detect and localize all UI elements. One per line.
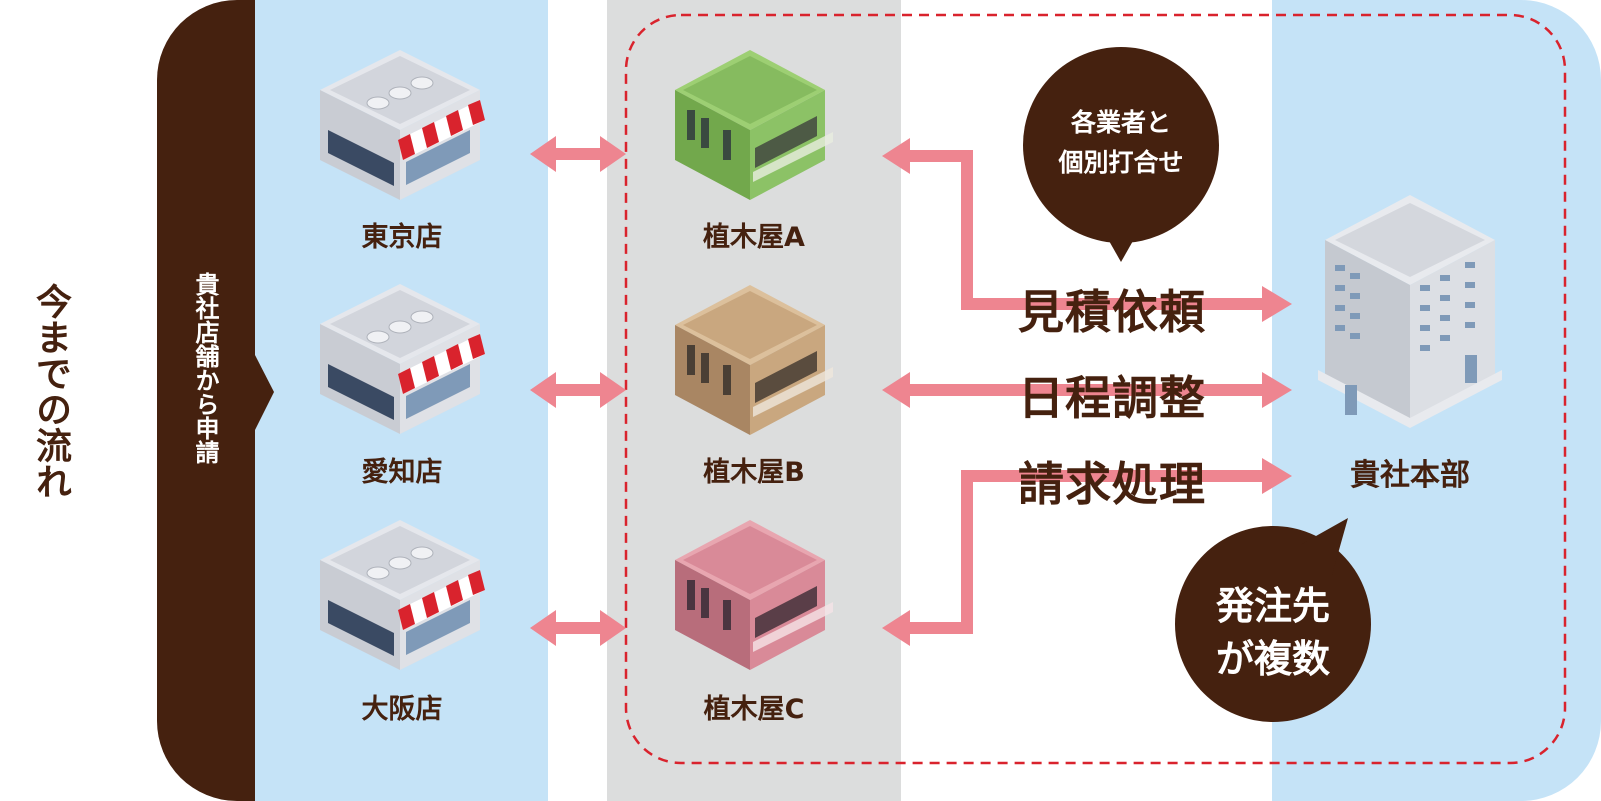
task-billing: 請求処理 (1018, 457, 1206, 511)
flow-title: 今までの流れ (30, 283, 71, 499)
task-estimate: 見積依頼 (1018, 285, 1206, 339)
store-label-osaka: 大阪店 (361, 694, 443, 725)
contractor-c-arrow (882, 458, 1292, 646)
store-label-tokyo: 東京店 (361, 222, 443, 253)
bubble-bottom-line1: 発注先 (1215, 584, 1330, 628)
store-osaka-arrow (530, 610, 626, 646)
contractor-b-arrow (882, 372, 1292, 408)
task-schedule: 日程調整 (1018, 371, 1206, 425)
store-label-aichi: 愛知店 (361, 457, 443, 488)
bubble-bottom (1175, 518, 1371, 722)
store-tokyo-arrow (530, 136, 626, 172)
hq-label: 貴社本部 (1350, 458, 1470, 493)
store-aichi-arrow (530, 372, 626, 408)
contractor-a-arrow (882, 138, 1292, 322)
contractor-label-b: 植木屋B (703, 457, 805, 488)
contractor-label-c: 植木屋C (703, 694, 805, 725)
contractor-a-icon (675, 50, 833, 200)
contractor-c-icon (675, 520, 833, 670)
contractor-label-a: 植木屋A (703, 222, 805, 253)
bubble-top-line1: 各業者と (1070, 108, 1171, 137)
bubble-bottom-line2: が複数 (1215, 637, 1330, 681)
bubble-top-line2: 個別打合せ (1058, 148, 1184, 177)
contractor-b-icon (675, 285, 833, 435)
request-label: 貴社店舗から申請 (191, 272, 219, 464)
bubble-top (1023, 47, 1219, 262)
